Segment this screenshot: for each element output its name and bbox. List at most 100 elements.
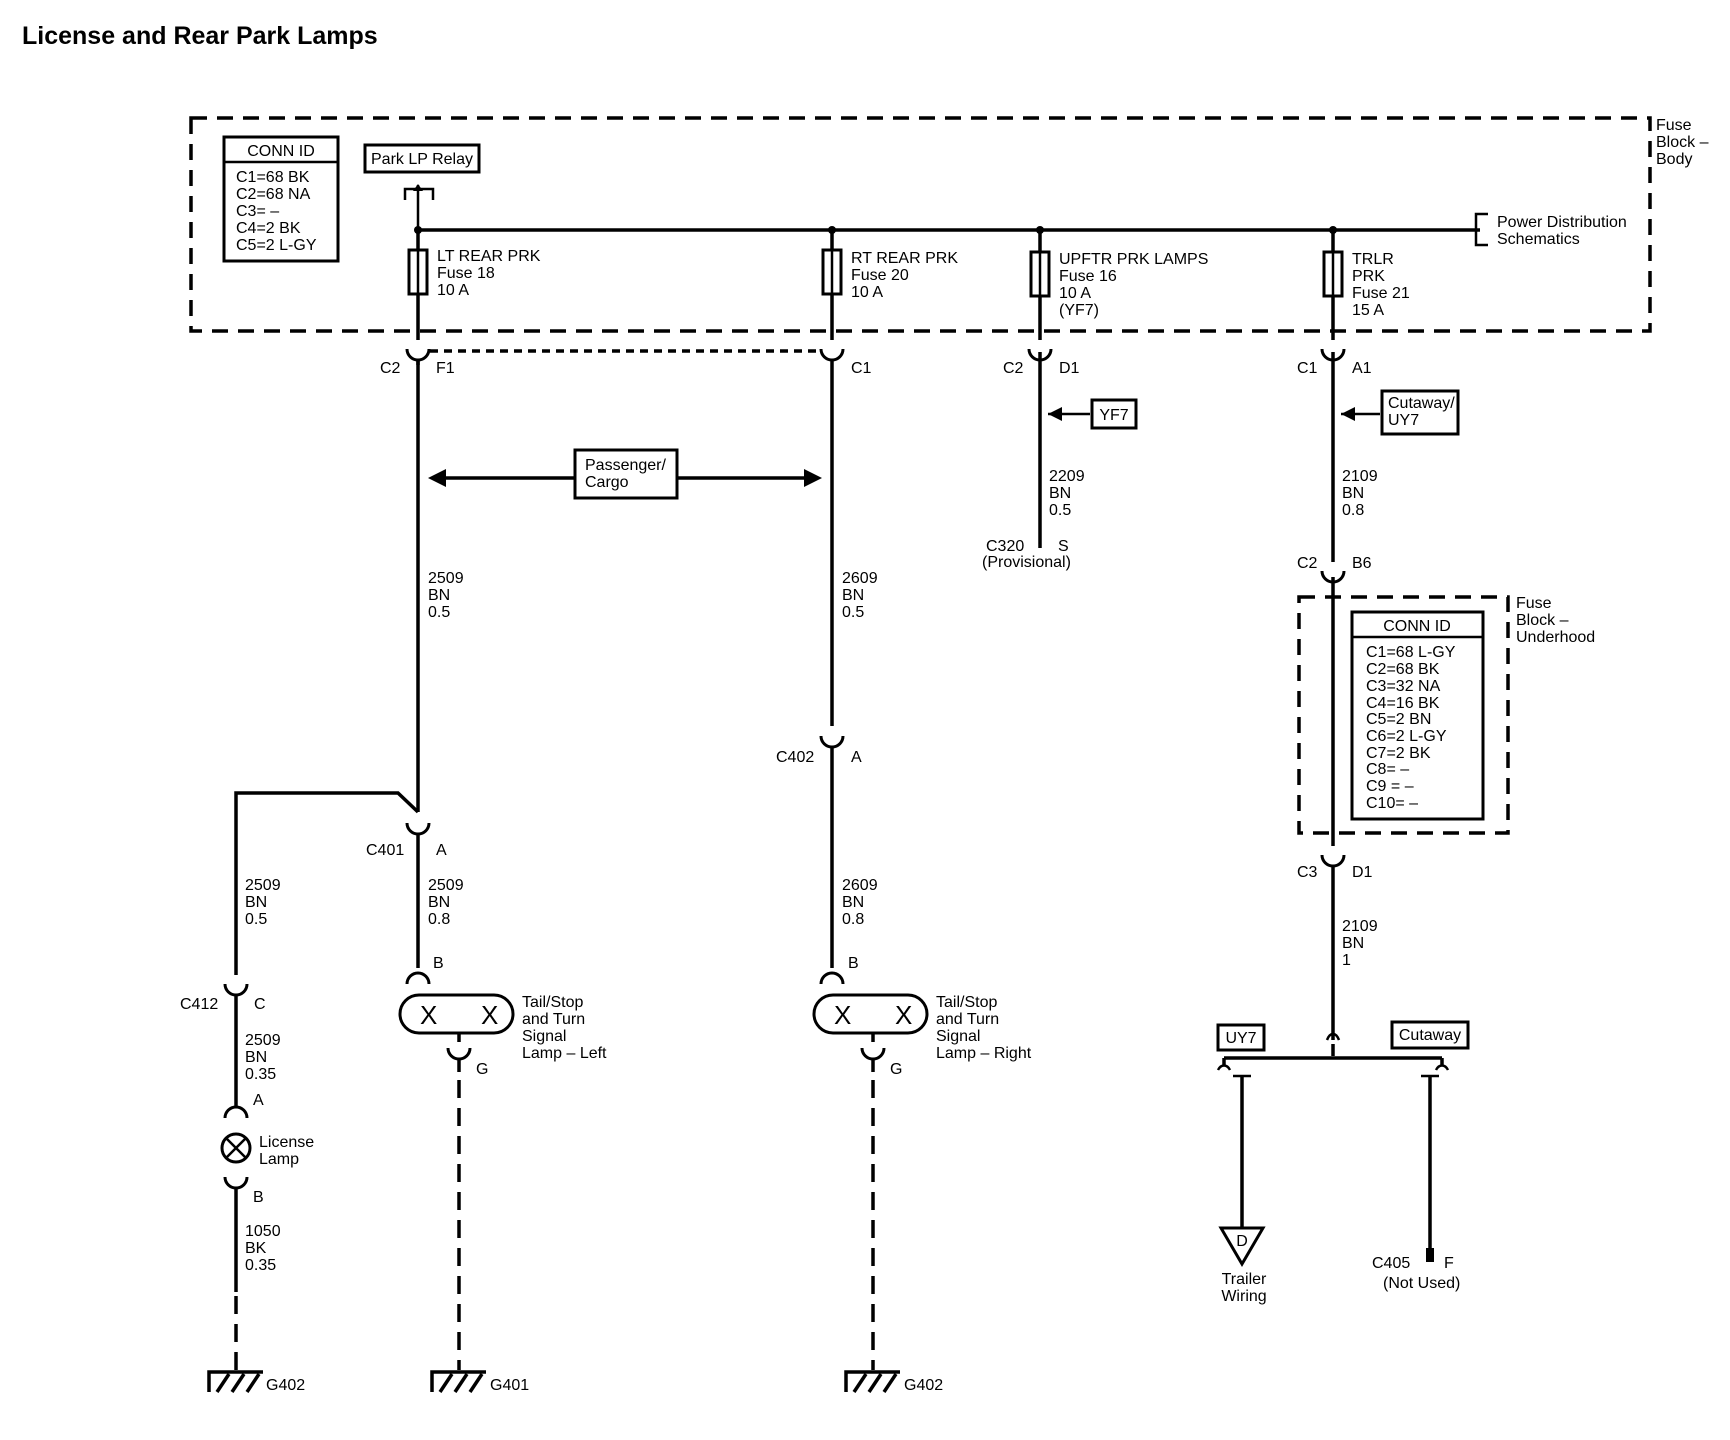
c320-connector: C320 <box>986 538 1024 555</box>
wire-color: BK <box>245 1240 267 1257</box>
fuse-label: LT REAR PRK <box>437 248 541 265</box>
fuse-label: RT REAR PRK <box>851 250 958 267</box>
power-distribution-label: Schematics <box>1497 231 1580 248</box>
trailer-label: Wiring <box>1221 1288 1266 1305</box>
fuse-block-underhood-label: Block – <box>1516 612 1569 629</box>
passenger-cargo-label: Cargo <box>585 474 629 491</box>
connector-pin: B6 <box>1352 555 1372 572</box>
conn-id-header: CONN ID <box>247 143 315 160</box>
wire-size: 0.8 <box>428 911 450 928</box>
wire-circuit: 2209 <box>1049 468 1085 485</box>
wire-size: 0.5 <box>428 604 450 621</box>
lamp-right-label: and Turn <box>936 1011 999 1028</box>
connector-name: C1 <box>1297 360 1318 377</box>
connector-name: C1 <box>851 360 872 377</box>
wire-circuit: 2509 <box>245 1032 281 1049</box>
wire-size: 0.8 <box>1342 502 1364 519</box>
wire-color: BN <box>428 587 450 604</box>
fuse-label: Fuse 18 <box>437 265 495 282</box>
wire-size: 0.5 <box>1049 502 1071 519</box>
fuse-block-underhood-label: Fuse <box>1516 595 1552 612</box>
conn-id-row: C8= – <box>1366 761 1409 778</box>
diagram-title: License and Rear Park Lamps <box>22 22 378 50</box>
wire-color: BN <box>245 1049 267 1066</box>
fuse-label: 10 A <box>437 282 469 299</box>
lamp-pin: G <box>476 1061 488 1078</box>
connector-name: C2 <box>1003 360 1024 377</box>
lamp-filament-icon: X <box>481 1000 498 1030</box>
wire-color: BN <box>1049 485 1071 502</box>
conn-id-row: C7=2 BK <box>1366 745 1431 762</box>
lamp-filament-icon: X <box>834 1000 851 1030</box>
wire-circuit: 1050 <box>245 1223 281 1240</box>
passenger-cargo-label: Passenger/ <box>585 457 666 474</box>
conn-id-row: C5=2 L-GY <box>236 237 317 254</box>
park-lp-relay: Park LP Relay <box>363 143 481 230</box>
cutaway-uy7-label: Cutaway/ <box>1388 395 1455 412</box>
connector-name: C412 <box>180 996 218 1013</box>
fuse-block-underhood: Fuse Block – Underhood CONN ID C1=68 L-G… <box>1297 595 1595 835</box>
yf7-option-label: YF7 <box>1099 407 1128 424</box>
lamp-pin: B <box>848 955 859 972</box>
connector-name: C2 <box>1297 555 1318 572</box>
wire-color: BN <box>842 587 864 604</box>
lamp-filament-icon: X <box>420 1000 437 1030</box>
left-rear-circuit: 2509 BN 0.5 C401 A 2509 BN 0.8 B X X Tai… <box>234 359 607 1394</box>
conn-id-row: C3= – <box>236 203 279 220</box>
lamp-left-label: Lamp – Left <box>522 1045 607 1062</box>
conn-id-row: C3=32 NA <box>1366 678 1441 695</box>
c405-note: (Not Used) <box>1383 1275 1460 1292</box>
cutaway-option: Cutaway <box>1390 1020 1470 1050</box>
fuse-label: Fuse 20 <box>851 267 909 284</box>
wire-size: 0.8 <box>842 911 864 928</box>
fuse-label: (YF7) <box>1059 302 1099 319</box>
conn-id-row: C1=68 BK <box>236 169 310 186</box>
wire-circuit: 2509 <box>428 570 464 587</box>
lamp-left-label: Signal <box>522 1028 566 1045</box>
wire-size: 0.5 <box>245 911 267 928</box>
cutaway-uy7-label: UY7 <box>1388 412 1419 429</box>
c405-pin: F <box>1444 1255 1454 1272</box>
upfitter-branch: YF7 2209 BN 0.5 C320 S (Provisional) <box>982 352 1138 571</box>
fuse-block-body-label-3: Body <box>1656 151 1692 168</box>
ground-label: G401 <box>490 1377 529 1394</box>
wire-color: BN <box>245 894 267 911</box>
conn-id-row: C1=68 L-GY <box>1366 644 1456 661</box>
license-lamp: License Lamp <box>220 1132 314 1168</box>
license-lamp-label: License <box>259 1134 314 1151</box>
fuse-label: UPFTR PRK LAMPS <box>1059 251 1208 268</box>
lamp-pin: G <box>890 1061 902 1078</box>
lamp-left-label: Tail/Stop <box>522 994 583 1011</box>
ground-label: G402 <box>904 1377 943 1394</box>
conn-id-row: C6=2 L-GY <box>1366 728 1447 745</box>
lamp-right-label: Lamp – Right <box>936 1045 1032 1062</box>
ground-label: G402 <box>266 1377 305 1394</box>
connector-pin: A <box>851 749 862 766</box>
fuse-block-body-label-2: Block – <box>1656 134 1709 151</box>
fuse-label: PRK <box>1352 268 1385 285</box>
connector-c1-right-rear: C1 <box>819 348 872 377</box>
wire-size: 1 <box>1342 952 1351 969</box>
fuse-block-body-label-1: Fuse <box>1656 117 1692 134</box>
conn-id-row: C4=2 BK <box>236 220 301 237</box>
fuse-block-body: Fuse Block – Body CONN ID C1=68 BK C2=68… <box>189 116 1709 340</box>
conn-id-row: C10= – <box>1366 795 1418 812</box>
fuse-lt-rear-prk: LT REAR PRK Fuse 18 10 A <box>407 230 541 340</box>
conn-id-row: C9 = – <box>1366 778 1414 795</box>
lamp-pin: A <box>253 1092 264 1109</box>
license-lamp-label: Lamp <box>259 1151 299 1168</box>
park-lp-relay-label: Park LP Relay <box>371 151 473 168</box>
connector-name: C402 <box>776 749 814 766</box>
trailer-label: Trailer <box>1222 1271 1267 1288</box>
fuse-label: 10 A <box>1059 285 1091 302</box>
connector-pin: D1 <box>1059 360 1080 377</box>
conn-id-row: C5=2 BN <box>1366 711 1431 728</box>
uy7-option-label: UY7 <box>1225 1030 1256 1047</box>
fuse-upftr-prk-lamps: UPFTR PRK LAMPS Fuse 16 10 A (YF7) <box>1029 230 1208 340</box>
lamp-right-label: Tail/Stop <box>936 994 997 1011</box>
tail-stop-turn-lamp-left: X X Tail/Stop and Turn Signal Lamp – Lef… <box>398 993 607 1062</box>
conn-id-header: CONN ID <box>1383 618 1451 635</box>
fuse-label: Fuse 16 <box>1059 268 1117 285</box>
connector-name: C401 <box>366 842 404 859</box>
